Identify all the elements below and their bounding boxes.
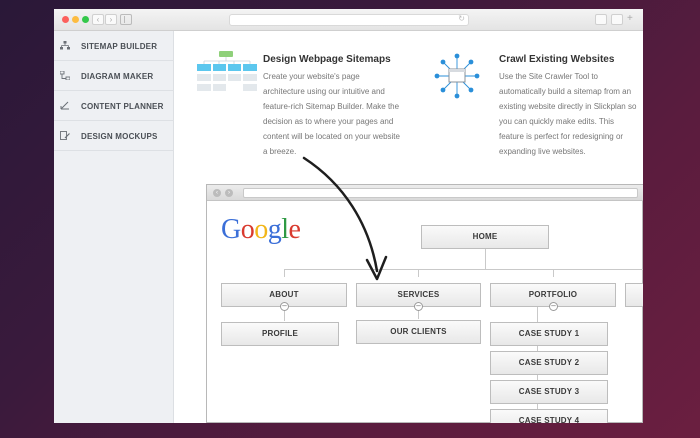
mockup-toolbar: ‹ › (207, 185, 643, 201)
design-mockups-icon (60, 131, 70, 140)
browser-window: ‹ › ↻ + SITEMAP BUILDER DIAGRAM MAKER CO… (54, 9, 643, 423)
crawler-illustration-icon (434, 53, 480, 99)
feature-title: Design Webpage Sitemaps (263, 54, 391, 65)
sidebar-item-design-mockups[interactable]: DESIGN MOCKUPS (54, 121, 174, 151)
collapse-icon: – (549, 302, 558, 311)
connector-line (284, 306, 285, 321)
sidebar-item-label: DESIGN MOCKUPS (81, 132, 158, 141)
feature-title: Crawl Existing Websites (499, 54, 615, 65)
sidebar-item-sitemap-builder[interactable]: SITEMAP BUILDER (54, 31, 174, 61)
tabs-icon[interactable] (611, 14, 623, 25)
close-window-button[interactable] (62, 16, 69, 23)
diagram-icon (60, 71, 70, 80)
mockup-forward-icon: › (225, 189, 233, 197)
sitemap-node-case-study: CASE STUDY 2 (490, 351, 608, 375)
content-planner-icon (60, 101, 69, 110)
sitemap-node-home: HOME (421, 225, 549, 249)
minimize-window-button[interactable] (72, 16, 79, 23)
forward-button[interactable]: › (105, 14, 117, 25)
collapse-icon: – (280, 302, 289, 311)
sitemap-node-case-study: CASE STUDY 3 (490, 380, 608, 404)
connector-line (284, 269, 643, 270)
sidebar: SITEMAP BUILDER DIAGRAM MAKER CONTENT PL… (54, 31, 174, 423)
sidebar-item-diagram-maker[interactable]: DIAGRAM MAKER (54, 61, 174, 91)
zoom-window-button[interactable] (82, 16, 89, 23)
sitemap-mockup-window: ‹ › Google HOME ABOUT SERVICES PORTFOLIO… (206, 184, 643, 423)
share-icon[interactable] (595, 14, 607, 25)
feature-description: Create your website's page architecture … (263, 72, 400, 156)
sidebar-item-label: SITEMAP BUILDER (81, 42, 158, 51)
connector-line (485, 249, 486, 269)
address-bar[interactable]: ↻ (229, 14, 469, 26)
feature-description: Use the Site Crawler Tool to automatical… (499, 72, 637, 156)
collapse-icon: – (414, 302, 423, 311)
connector-line (284, 269, 285, 277)
reload-icon[interactable]: ↻ (458, 14, 465, 23)
sitemap-node-our-clients: OUR CLIENTS (356, 320, 481, 344)
mockup-address-bar (243, 188, 638, 198)
sidebar-item-label: CONTENT PLANNER (81, 102, 164, 111)
new-tab-icon[interactable]: + (627, 13, 633, 24)
connector-line (418, 306, 419, 319)
sitemap-node-partial (625, 283, 643, 307)
sitemap-node-profile: PROFILE (221, 322, 339, 346)
sidebar-toggle-icon[interactable] (120, 14, 132, 25)
sitemap-icon (60, 41, 70, 50)
sitemap-node-case-study: CASE STUDY 4 (490, 409, 608, 423)
back-button[interactable]: ‹ (92, 14, 104, 25)
mockup-back-icon: ‹ (213, 189, 221, 197)
sidebar-item-label: DIAGRAM MAKER (81, 72, 154, 81)
connector-line (553, 269, 554, 277)
browser-titlebar: ‹ › ↻ + (54, 9, 643, 31)
sitemap-node-case-study: CASE STUDY 1 (490, 322, 608, 346)
sitemap-illustration-icon (197, 51, 257, 91)
connector-line (418, 269, 419, 277)
sidebar-item-content-planner[interactable]: CONTENT PLANNER (54, 91, 174, 121)
google-logo: Google (221, 214, 301, 245)
